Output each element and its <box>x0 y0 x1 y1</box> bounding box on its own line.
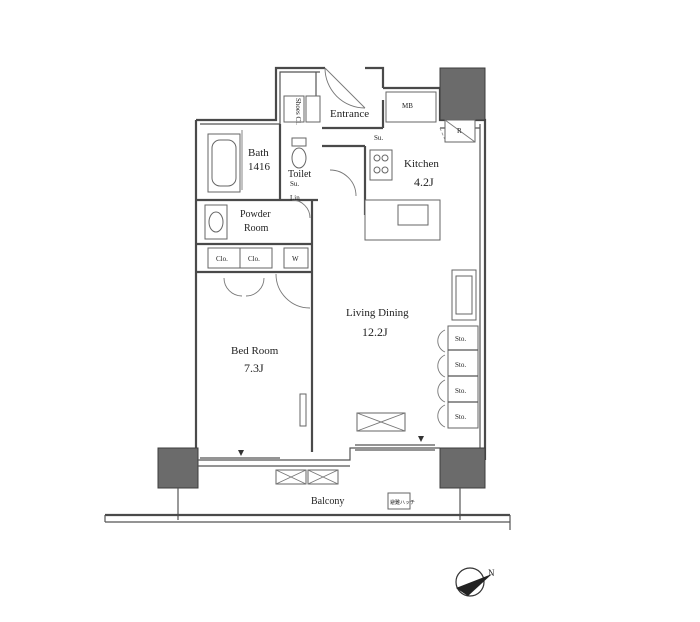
label-entrance: Entrance <box>330 108 369 120</box>
label-bath-size: 1416 <box>248 161 271 173</box>
entrance-storage <box>283 91 437 123</box>
living-window-unit <box>356 412 406 432</box>
label-shoe-closet: Shoes Cl. <box>294 98 302 125</box>
label-kitchen: Kitchen <box>404 158 439 170</box>
kitchen-counter <box>364 119 476 241</box>
windows <box>200 444 435 459</box>
balcony-outline <box>104 447 511 530</box>
label-toilet: Toilet <box>288 169 311 180</box>
label-su-kitchen: Su. <box>374 134 383 142</box>
balcony-units <box>275 469 339 485</box>
label-bath: Bath <box>248 147 269 159</box>
toilet-fixture <box>291 137 307 169</box>
bedroom-wall-panel <box>299 393 307 427</box>
living-storage <box>447 269 479 429</box>
label-evacuation-hatch: 避難ハッチ <box>390 499 415 506</box>
compass-icon: N <box>455 567 495 597</box>
label-su-toilet: Su. <box>290 180 299 188</box>
label-living-dining: Living Dining <box>346 307 409 319</box>
label-clo-2: Clo. <box>248 255 260 263</box>
label-sto-1: Sto. <box>455 335 466 343</box>
marker-left <box>238 450 244 456</box>
label-clo-1: Clo. <box>216 255 228 263</box>
marker-right <box>418 436 424 442</box>
column-bottom-left <box>157 447 199 489</box>
vanity-sink <box>204 204 228 240</box>
evacuation-hatch <box>387 492 411 510</box>
label-kitchen-area: 4.2J <box>414 175 434 189</box>
closet-row <box>207 247 309 269</box>
label-living-dining-area: 12.2J <box>362 325 388 339</box>
label-refrigerator: R <box>457 127 462 135</box>
label-bed-room-area: 7.3J <box>244 361 264 375</box>
column-top-right <box>439 67 486 121</box>
label-sto-4: Sto. <box>455 413 466 421</box>
label-sto-2: Sto. <box>455 361 466 369</box>
bathtub <box>207 133 241 193</box>
label-powder-2: Room <box>244 223 269 234</box>
door-swings <box>223 67 446 428</box>
label-bed-room: Bed Room <box>231 345 279 357</box>
label-sto-3: Sto. <box>455 387 466 395</box>
column-bottom-right <box>439 447 486 489</box>
label-mb: MB <box>402 102 413 110</box>
compass-label: N <box>488 568 495 578</box>
label-w: W <box>292 255 299 263</box>
label-balcony: Balcony <box>311 496 344 507</box>
label-powder-1: Powder <box>240 209 271 220</box>
label-lin: Lin <box>290 194 300 202</box>
